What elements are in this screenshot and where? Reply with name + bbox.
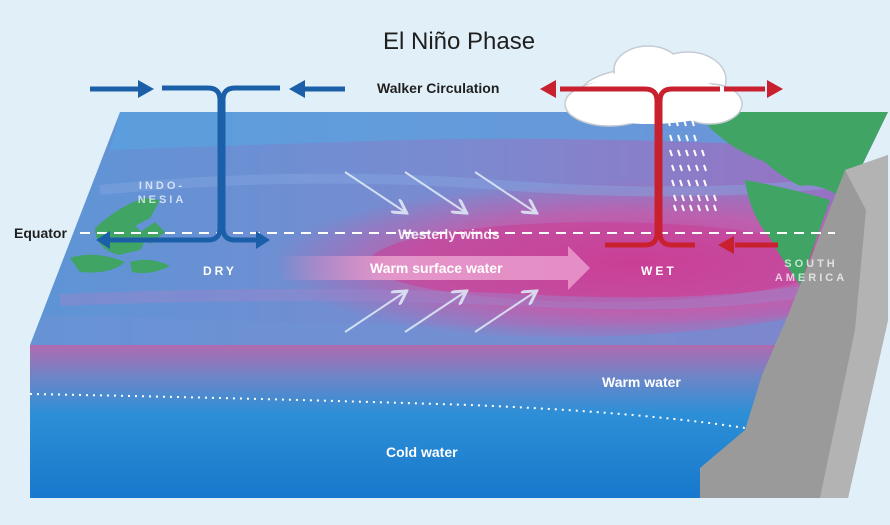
south-america-label-line-1: SOUTH — [784, 258, 838, 270]
indonesia-label-line-2: NESIA — [137, 194, 187, 206]
south-america-land — [700, 112, 888, 200]
cloud-icon — [564, 45, 743, 127]
south-america-label-line-2: AMERICA — [774, 272, 848, 284]
rain-icon — [667, 119, 717, 212]
walker-circulation-east — [540, 80, 783, 254]
wet-label: WET — [641, 264, 677, 278]
warm-surface-water-label: Warm surface water — [370, 260, 503, 276]
westerly-wind-arrows — [344, 171, 535, 333]
south-america-label: SOUTH AMERICA — [770, 257, 852, 285]
diagram-title: El Niño Phase — [383, 28, 536, 55]
walker-circulation-label: Walker Circulation — [377, 80, 500, 96]
westerly-winds-label: Westerly winds — [398, 226, 500, 242]
equator-label: Equator — [14, 225, 67, 241]
warm-water-label: Warm water — [602, 374, 681, 390]
cold-water-label: Cold water — [386, 444, 458, 460]
dry-label: DRY — [203, 264, 237, 278]
walker-circulation-west — [90, 80, 345, 249]
indonesia-label-line-1: INDO- — [138, 180, 186, 192]
indonesia-label: INDO- NESIA — [136, 179, 188, 207]
ocean-side-face — [30, 345, 775, 498]
warm-surface-arrow — [278, 246, 590, 290]
